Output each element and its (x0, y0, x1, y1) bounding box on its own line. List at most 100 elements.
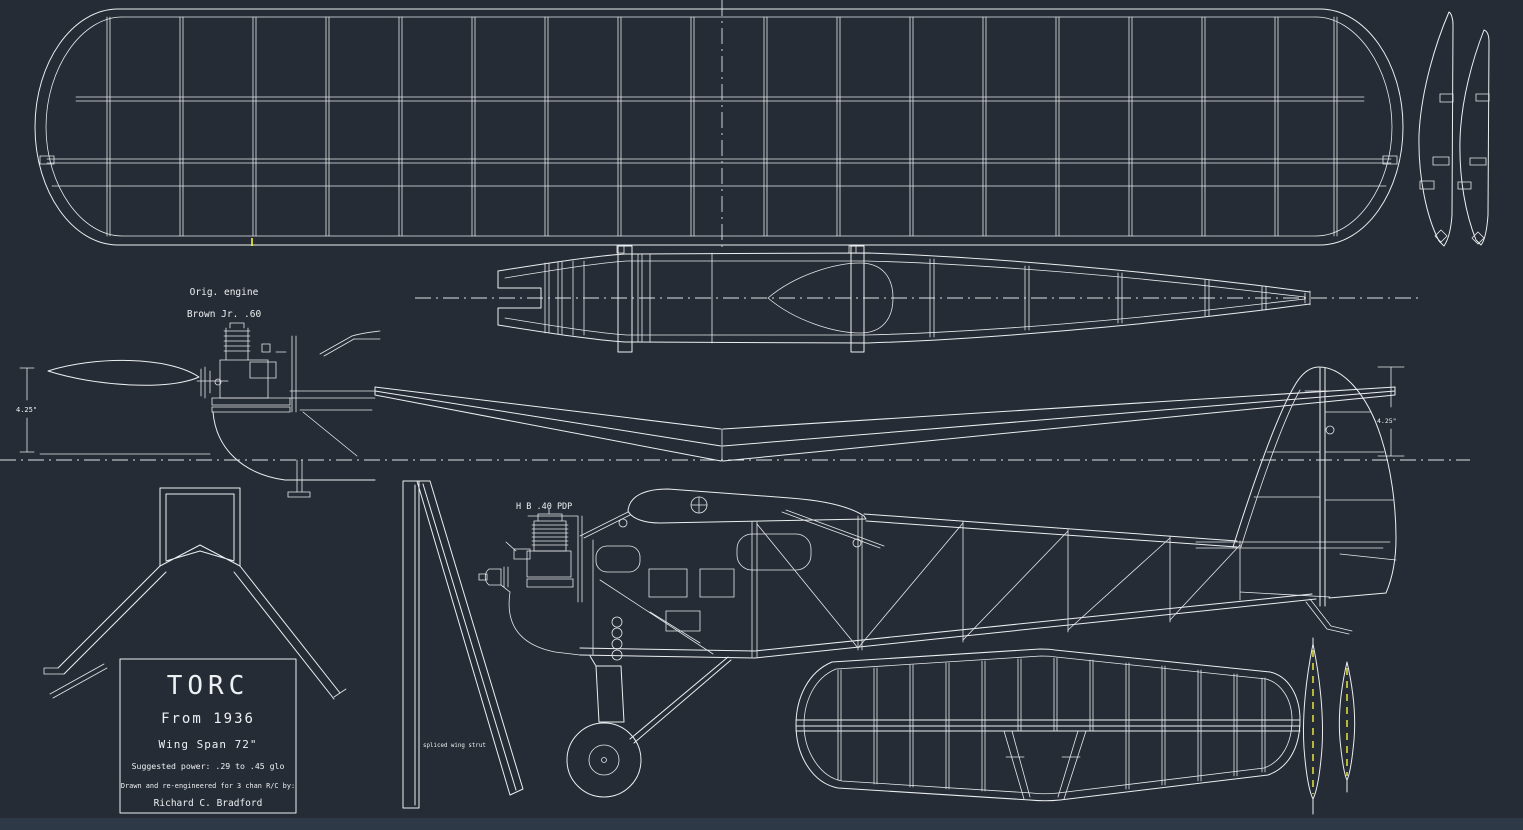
orig-engine-label-line1: Orig. engine (190, 287, 259, 298)
strut-section-large (1302, 637, 1324, 815)
engine-cylinder-fins (223, 322, 251, 361)
dimension-left: 4.25" (16, 367, 37, 453)
fuselage-nose-slot (497, 270, 542, 326)
tail-bottom-lines (1239, 591, 1331, 598)
rib-template-1-notches (1419, 93, 1454, 243)
plan-power-note: Suggested power: .29 to .45 glo (132, 761, 285, 771)
strut-vertical-bar (402, 480, 420, 809)
strut-note: spliced wing strut (423, 743, 486, 749)
wing-outline (34, 8, 1404, 246)
side-lightening-holes (611, 616, 623, 661)
title-block: TORC From 1936 Wing Span 72" Suggested p… (119, 658, 297, 814)
rudder-hinge-circle (1325, 425, 1335, 435)
wing-tip-inner-left (45, 16, 123, 237)
nose-windshield (319, 335, 355, 357)
dimension-left-value: 4.25" (16, 406, 37, 414)
side-top-longeron (863, 513, 1238, 548)
gear-left-foot (43, 663, 108, 699)
plan-wingspan: Wing Span 72" (158, 738, 257, 751)
side-wing-marker (690, 496, 708, 514)
wing-saddle-rear (850, 245, 865, 353)
gear-leg (589, 655, 625, 723)
side-truss-diagonals (599, 509, 1241, 655)
wing-ribs (106, 16, 1338, 237)
nose-post (287, 459, 311, 498)
fin-ribs (1253, 390, 1394, 501)
cowl-bottom (212, 411, 376, 481)
wingtip-rib-templates (1418, 11, 1490, 247)
plan-credit-name: Richard C. Bradford (154, 798, 263, 809)
plan-credit-intro: Drawn and re-engineered for 3 chan R/C b… (121, 782, 295, 790)
side-bottom-longeron (579, 593, 1317, 659)
rib-template-2-notches (1457, 93, 1490, 245)
stab-spar (795, 719, 1301, 732)
side-truss-verticals (592, 515, 1241, 658)
wing-spar-rear (46, 158, 1392, 164)
side-wing-silhouette (627, 488, 867, 524)
side-nose-bottom (500, 584, 581, 656)
tail-skid (1305, 598, 1353, 635)
stab-center-cutout (1003, 730, 1087, 800)
engine-fuel-tank (249, 343, 287, 379)
fuselage-top-view (415, 245, 1420, 353)
stab-outline (795, 648, 1301, 802)
nose-thrust-lines (289, 390, 376, 411)
engine-mount-beams (211, 397, 291, 413)
gear-top-box (159, 487, 241, 567)
side-landing-gear (566, 655, 732, 798)
nose-diagonal-brace (302, 411, 358, 457)
wing-front-view (0, 386, 1470, 462)
side-engine-label: H B .40 PDP (516, 502, 572, 512)
wing-spar-front (75, 96, 1365, 102)
fuselage-tailpost (1304, 290, 1311, 306)
side-crankcase (526, 550, 574, 588)
wing-spar-end-tabs (39, 155, 1398, 165)
side-tail-fin (1195, 366, 1397, 635)
side-fitting-circle-rear (852, 538, 862, 548)
strut-diagonal-bar (416, 480, 524, 796)
wing-saddle-front (617, 245, 633, 353)
dimension-right-value: 4.25" (1377, 417, 1397, 425)
stab-ribs (837, 657, 1266, 792)
nose-side-view-detail: Orig. engine Brown Jr. .60 4.25" (16, 287, 381, 498)
landing-gear-template (43, 487, 347, 700)
fuselage-bulkheads (544, 252, 1267, 344)
fuselage-longeron-bottom (504, 298, 1306, 336)
rib-template-2 (1459, 29, 1490, 246)
nose-firewall (291, 335, 297, 413)
side-windshield (579, 511, 631, 539)
fuselage-outline-top (497, 252, 1311, 293)
side-window-rear (736, 533, 812, 571)
wing-front-right-panel (722, 386, 1396, 462)
gear-brace (629, 656, 732, 744)
rudder-outline (1318, 366, 1397, 599)
stab-side-lines (1195, 541, 1397, 561)
gear-right-leg (233, 565, 341, 700)
nose-top-deck (351, 330, 381, 340)
rudder-hinge-line (1319, 367, 1326, 607)
side-cylinder (531, 508, 569, 552)
prop-hub (196, 366, 229, 399)
side-spinner (478, 566, 509, 588)
fuselage-hatch-teardrop (767, 262, 894, 334)
side-equipment-boxes (648, 568, 735, 632)
wheel-axle (601, 757, 607, 763)
dimension-right: 4.25" (1377, 366, 1405, 457)
title-block-border (119, 658, 297, 814)
airplane-side-view: H B .40 PDP (478, 366, 1405, 798)
side-firewall (527, 515, 583, 603)
wing-front-left-panel (374, 386, 722, 462)
propeller-blade (47, 359, 200, 386)
wheel-hub (588, 744, 620, 776)
wheel-tire (566, 722, 642, 798)
strut-section-templates (1302, 637, 1356, 815)
gear-left-leg (57, 565, 167, 675)
engine-crankcase (219, 359, 269, 399)
plan-title: TORC (167, 671, 250, 701)
fuselage-outline-bottom (497, 303, 1311, 344)
side-engine (478, 508, 574, 588)
gear-right-foot (333, 688, 347, 698)
side-fitting-circle-front (618, 518, 628, 528)
